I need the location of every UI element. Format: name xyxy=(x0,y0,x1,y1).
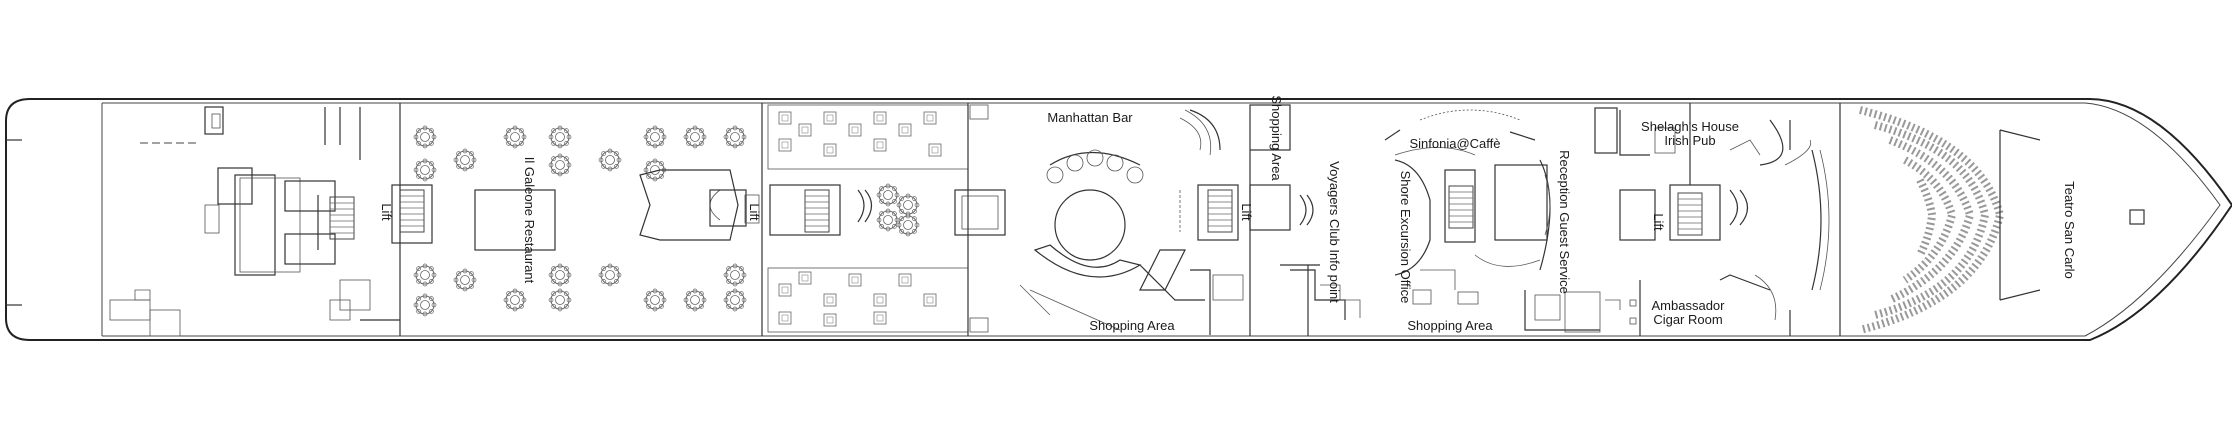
label-shopping-area-3: Shopping Area xyxy=(1407,318,1493,333)
label-shopping-area-2: Shopping Area xyxy=(1269,95,1284,181)
label-voyagers-club: Voyagers Club Info point xyxy=(1327,161,1342,303)
lift-mid-2-area xyxy=(1179,104,1361,336)
label-shore-excursion: Shore Excursion Office xyxy=(1398,171,1413,304)
il-galeone-name: Il Galeone Restaurant xyxy=(522,157,537,284)
label-ambassador: Ambassador xyxy=(1652,298,1726,313)
aft-area xyxy=(109,103,433,337)
label-manhattan-bar: Manhattan Bar xyxy=(1047,110,1133,125)
ship-hull xyxy=(5,98,2232,341)
label-lift-mid-1: Lift xyxy=(747,203,762,221)
label-irish-pub: Irish Pub xyxy=(1664,133,1715,148)
sinfonia-reception-area xyxy=(1384,109,1641,336)
manhattan-bar xyxy=(1019,109,1244,335)
inner-hull xyxy=(102,102,2221,337)
label-shopping-area-1: Shopping Area xyxy=(1089,318,1175,333)
label-cigar-room: Cigar Room xyxy=(1653,312,1722,327)
teatro-seating xyxy=(1811,103,2145,336)
shelaghs-house-area xyxy=(1594,103,1812,336)
label-reception: Reception Guest Service xyxy=(1557,150,1572,294)
label-lift-mid-2: Lift xyxy=(1239,203,1254,221)
label-lift-aft: Lift xyxy=(379,203,394,221)
label-il-galeone: Il Galeone Restaurant xyxy=(522,157,537,284)
il-galeone-tables xyxy=(413,125,747,317)
label-teatro: Teatro San Carlo xyxy=(2062,181,2077,279)
mid-bar-area xyxy=(639,103,1006,336)
label-sinfonia-caffe: Sinfonia@Caffè xyxy=(1409,136,1500,151)
label-shelaghs-house: Shelagh's House xyxy=(1641,119,1739,134)
label-lift-fwd: Lift xyxy=(1651,213,1666,231)
